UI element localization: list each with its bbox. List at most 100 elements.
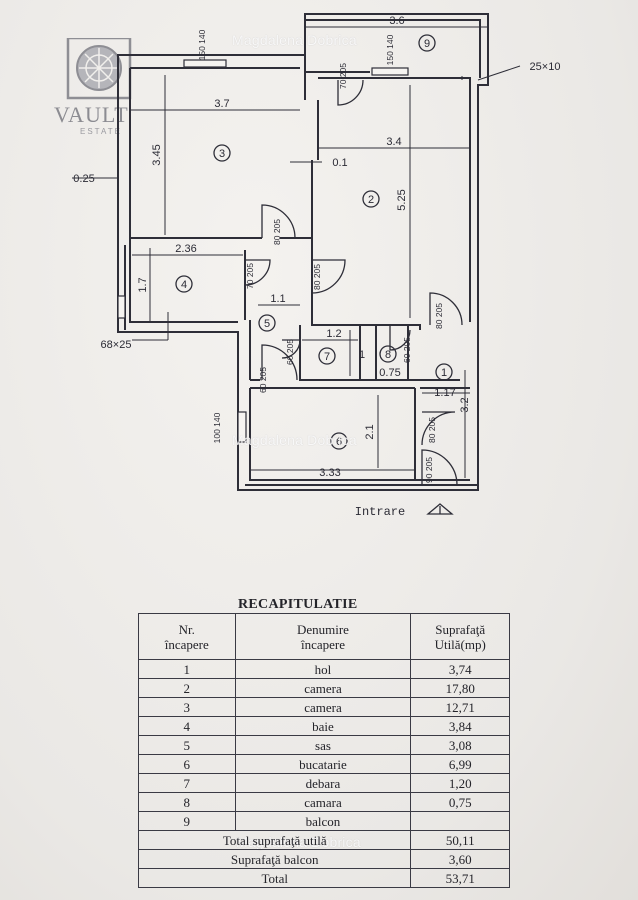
recap-header-row: Nr. încapere Denumire încapere Suprafaţă…	[138, 613, 510, 660]
dim-door-hol: 80 205	[427, 417, 437, 443]
header-nr-line2: încapere	[164, 636, 209, 652]
dim-top-left-window: 150 140	[197, 29, 207, 60]
header-area-line1: Suprafaţă	[435, 621, 486, 637]
header-name-line1: Denumire	[296, 621, 349, 637]
dim-partition: 0.1	[332, 157, 347, 169]
room-number-8: 8	[385, 349, 391, 361]
dim-door-kitchen: 60 205	[258, 367, 268, 393]
total-usable-value: 50,11	[410, 830, 510, 850]
dim-hol-width: 1.17	[434, 387, 455, 399]
watermark-middle: Magdalena Dobrica	[232, 432, 357, 448]
room-number-1: 1	[441, 367, 447, 379]
dim-wall-left: 0.25	[73, 173, 94, 185]
floor-plan: 3 2 4 5 6 7 8 1 9 3.6 3.7 0.25 3.4 0.1 2…	[72, 13, 561, 519]
row-area: 3,08	[410, 735, 510, 755]
dim-sas-width: 1.1	[270, 293, 285, 305]
vault-logo-icon	[66, 38, 132, 100]
row-area: 17,80	[410, 678, 510, 698]
dim-hol-depth: 3.2	[459, 397, 471, 412]
room-number-3: 3	[219, 148, 225, 160]
total-usable-label: Total suprafaţă utilă	[137, 830, 412, 850]
grand-total-label: Total	[137, 868, 412, 888]
room-number-7: 7	[324, 351, 330, 363]
dim-door2: 80 205	[312, 264, 322, 290]
dim-debara-depth: 1	[359, 349, 365, 361]
row-area: 0,75	[410, 792, 510, 812]
row-name: camera	[234, 678, 412, 698]
entrance-label: Intrare	[355, 505, 405, 519]
dim-balcony-window: 70 205	[338, 63, 348, 89]
dim-wall-callout: 25×10	[530, 61, 561, 73]
row-name: camera	[234, 697, 412, 717]
row-nr: 3	[138, 697, 236, 717]
recap-title: RECAPITULATIE	[238, 597, 358, 612]
header-nr-line1: Nr.	[178, 621, 195, 637]
dim-kitchen-width: 3.33	[319, 467, 340, 479]
dim-room2-depth: 5.25	[396, 189, 408, 210]
row-nr: 4	[138, 716, 236, 736]
recap-table: Nr. încapere Denumire încapere Suprafaţă…	[137, 613, 510, 888]
grand-total-value: 53,71	[410, 868, 510, 888]
row-name: bucatarie	[234, 754, 412, 774]
header-area-line2: Utilă(mp)	[434, 636, 486, 652]
header-nr: Nr. încapere	[138, 613, 236, 660]
row-area: 1,20	[410, 773, 510, 793]
row-area: 3,74	[410, 659, 510, 679]
balcony-area-value: 3,60	[410, 849, 510, 869]
dim-window4: 68×25	[101, 339, 132, 351]
row-name: sas	[234, 735, 412, 755]
entrance-arrow-icon	[426, 503, 454, 515]
dim-kitchen-depth: 2.1	[364, 424, 376, 439]
room-number-9: 9	[424, 38, 430, 50]
row-nr: 2	[138, 678, 236, 698]
watermark-top: Magdalena Dobrica	[232, 32, 357, 48]
row-nr: 5	[138, 735, 236, 755]
row-name: camara	[234, 792, 412, 812]
header-area: Suprafaţă Utilă(mp)	[410, 613, 510, 660]
row-nr: 1	[138, 659, 236, 679]
dim-debara-width: 1.2	[326, 328, 341, 340]
row-area: 3,84	[410, 716, 510, 736]
dim-door3: 80 205	[272, 219, 282, 245]
row-nr: 8	[138, 792, 236, 812]
row-area: 12,71	[410, 697, 510, 717]
row-name: hol	[234, 659, 412, 679]
dim-top-right-window: 150 140	[385, 34, 395, 65]
row-name: debara	[234, 773, 412, 793]
dim-bath-depth: 1.7	[137, 277, 149, 292]
dim-entry-door: 90 205	[424, 457, 434, 483]
row-nr: 6	[138, 754, 236, 774]
row-area: 6,99	[410, 754, 510, 774]
row-name: baie	[234, 716, 412, 736]
dim-room3-width: 3.7	[214, 98, 229, 110]
dim-room3-depth: 3.45	[151, 144, 163, 165]
dim-top-right-width: 3.6	[389, 15, 404, 27]
row-area	[410, 811, 510, 831]
dim-door1: 80 205	[434, 303, 444, 329]
logo-subtext: ESTATE	[80, 127, 122, 136]
dim-door4: 70 205	[245, 263, 255, 289]
dim-door8: 60 205	[402, 337, 412, 363]
dim-kitchen-window: 100 140	[212, 412, 222, 443]
dim-bath-width: 2.36	[175, 243, 196, 255]
room-number-6: 6	[336, 436, 342, 448]
dim-camara-depth: 0.75	[379, 367, 400, 379]
row-name: balcon	[234, 811, 412, 831]
logo-text: VAULT	[54, 102, 129, 127]
row-nr: 7	[138, 773, 236, 793]
dim-room2-width: 3.4	[386, 136, 401, 148]
header-name-line2: încapere	[300, 636, 345, 652]
header-name: Denumire încapere	[234, 613, 412, 660]
dim-door7: 60 205	[285, 339, 295, 365]
